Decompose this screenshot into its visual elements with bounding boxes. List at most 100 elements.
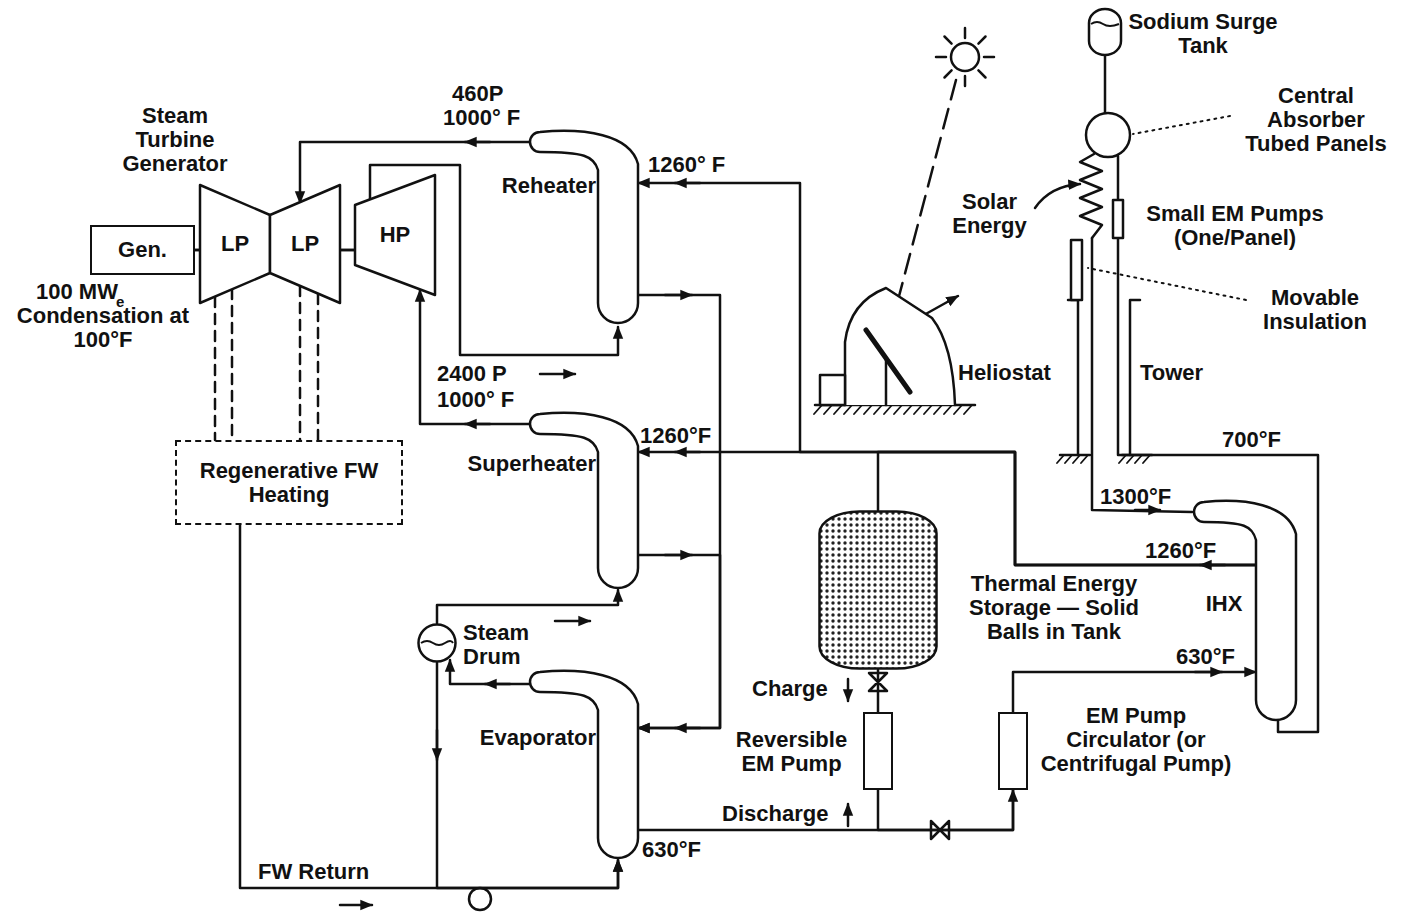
label-holder: LP bbox=[270, 185, 340, 303]
pipe-connector bbox=[437, 590, 618, 623]
hatch-stroke bbox=[934, 405, 942, 414]
pipe-connector bbox=[638, 452, 1256, 565]
hatch-stroke bbox=[844, 405, 852, 414]
hatch-stroke bbox=[914, 405, 922, 414]
tank-shell bbox=[820, 512, 937, 669]
turbine-casing bbox=[355, 175, 435, 295]
sun-ray bbox=[964, 28, 967, 38]
feed-pump bbox=[469, 888, 491, 910]
hatch-stroke bbox=[854, 405, 862, 414]
heat-exchanger: IHX bbox=[1192, 500, 1298, 722]
node-label: Steam Drum bbox=[463, 621, 553, 669]
leader-line bbox=[1133, 116, 1230, 134]
label-holder: LP bbox=[200, 185, 270, 303]
exchanger-shell bbox=[530, 413, 638, 588]
movable-insulation bbox=[1071, 240, 1082, 300]
exchanger-shell bbox=[1194, 501, 1296, 720]
flow-arrows bbox=[340, 142, 1225, 905]
heliostat-pedestal bbox=[885, 360, 888, 405]
label-holder: HP bbox=[355, 175, 435, 295]
hatch-stroke bbox=[924, 405, 932, 414]
steam-drum-outline bbox=[417, 623, 457, 663]
callout-label: Solar Energy bbox=[942, 190, 1037, 238]
label-holder: Gen. bbox=[92, 227, 193, 273]
sun-ray bbox=[964, 76, 967, 86]
pipe-connector bbox=[638, 790, 1013, 830]
heat-exchanger-outline bbox=[528, 412, 640, 590]
small-em-pump bbox=[1113, 200, 1123, 238]
em-pump: Reversible EM Pump bbox=[863, 712, 893, 790]
hatch-stroke bbox=[1073, 455, 1080, 463]
heat-exchanger: Superheater bbox=[528, 412, 640, 590]
turbine-casing bbox=[270, 185, 340, 303]
sun-rays bbox=[936, 28, 994, 86]
generator-box: Gen. bbox=[90, 225, 195, 275]
hatch-stroke bbox=[834, 405, 842, 414]
hatch-stroke bbox=[884, 405, 892, 414]
steam-extraction-line bbox=[214, 297, 217, 440]
node-label: EM Pump Circulator (or Centrifugal Pump) bbox=[1038, 704, 1234, 776]
temperature-label: 1260°F bbox=[1145, 539, 1225, 563]
hatch-stroke bbox=[874, 405, 882, 414]
hatch-stroke bbox=[824, 405, 832, 414]
liquid-level bbox=[1091, 22, 1119, 26]
solar-beam bbox=[898, 80, 956, 300]
node-label: Gen. bbox=[114, 238, 171, 262]
callout-label: Central Absorber Tubed Panels bbox=[1232, 84, 1400, 156]
hatch-stroke bbox=[964, 405, 972, 414]
hatch-stroke bbox=[904, 405, 912, 414]
node-label: LP bbox=[217, 232, 253, 256]
pipe-connector bbox=[877, 670, 880, 712]
leader-line bbox=[1088, 268, 1246, 300]
turbine-stage: LP bbox=[200, 185, 270, 303]
node-label: HP bbox=[376, 223, 415, 247]
edge-label: FW Return bbox=[258, 860, 369, 884]
temperature-label: 630°F bbox=[642, 838, 717, 862]
steam-drum: Steam Drum bbox=[417, 623, 457, 663]
central-absorber bbox=[1086, 113, 1130, 157]
turbine-casing bbox=[200, 185, 270, 303]
pipe-connector bbox=[638, 295, 720, 728]
sun-ray bbox=[936, 56, 946, 59]
surge-tank-neck bbox=[1104, 56, 1107, 113]
exchanger-shell bbox=[530, 671, 638, 858]
temperature-label: 1000° F bbox=[443, 106, 538, 130]
node-label: LP bbox=[287, 232, 323, 256]
node-label: Sodium Surge Tank bbox=[1128, 10, 1278, 58]
pipe-connector bbox=[340, 249, 355, 252]
sun-ray bbox=[978, 70, 985, 77]
node-label: Regenerative FW Heating bbox=[177, 459, 401, 507]
ground-hatch bbox=[814, 405, 972, 414]
temperature-label: 1300°F bbox=[1100, 485, 1180, 509]
part-name: Heliostat bbox=[958, 361, 1068, 385]
storage-tank: Thermal Energy Storage — Solid Balls in … bbox=[818, 510, 938, 670]
node-label: IHX bbox=[1196, 592, 1252, 616]
temperature-label: 700°F bbox=[1222, 428, 1302, 452]
part-name: Tower bbox=[1140, 361, 1220, 385]
heat-exchanger: Evaporator bbox=[528, 670, 640, 860]
temperature-label: 1260° F bbox=[648, 153, 743, 177]
sun-ray bbox=[984, 56, 994, 59]
sun-ray bbox=[944, 36, 951, 43]
storage-tank-outline bbox=[818, 510, 938, 670]
condenser-note: Condensation at 100°F bbox=[8, 304, 198, 352]
feedwater-heater-box: Regenerative FW Heating bbox=[175, 440, 403, 525]
pipe-connector bbox=[878, 790, 1013, 830]
callout-label: Small EM Pumps (One/Panel) bbox=[1135, 202, 1335, 250]
turbine-stage: LP bbox=[270, 185, 340, 303]
heat-exchanger-outline bbox=[528, 130, 640, 325]
exchanger-shell bbox=[530, 131, 638, 323]
turbine-stage: HP bbox=[355, 175, 435, 295]
extraction-line bbox=[232, 289, 318, 440]
mode-label: Discharge bbox=[722, 802, 840, 826]
node-label: Reversible EM Pump bbox=[723, 728, 860, 776]
drum-shell bbox=[419, 625, 456, 662]
heliostat-base bbox=[820, 375, 845, 405]
heliostat-housing bbox=[845, 288, 955, 405]
hatch-stroke bbox=[894, 405, 902, 414]
component-title: Steam Turbine Generator bbox=[105, 104, 245, 176]
label-holder: Regenerative FW Heating bbox=[177, 442, 401, 523]
absorber-panel-coil bbox=[1080, 154, 1102, 238]
hatch-stroke bbox=[814, 405, 822, 414]
